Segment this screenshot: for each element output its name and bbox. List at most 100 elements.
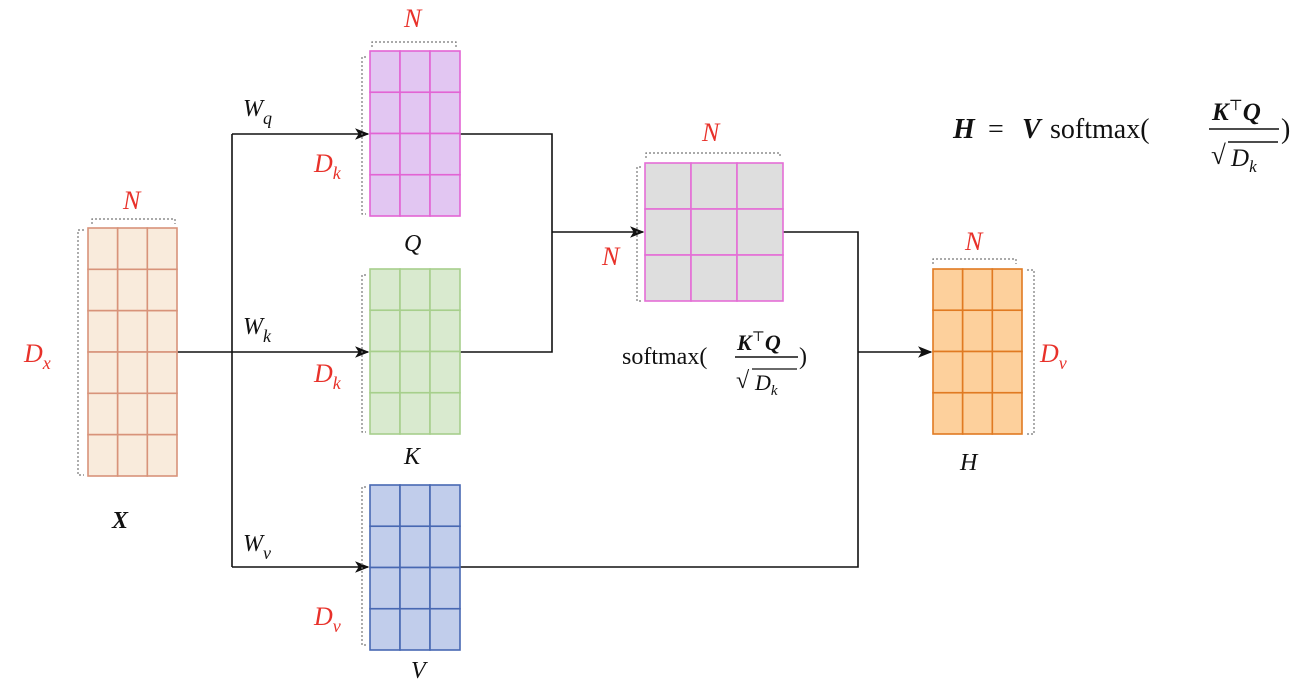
dim-x-cols: N — [122, 186, 142, 215]
connections — [177, 128, 933, 573]
matrix-cell — [429, 484, 461, 528]
matrix-cell — [146, 227, 178, 271]
matrix-q — [369, 50, 461, 217]
matrix-cell — [399, 525, 431, 569]
matrix-cell — [146, 268, 178, 312]
bracket-a-rows — [636, 166, 641, 302]
label-q: Q — [404, 231, 421, 257]
matrix-cell — [399, 173, 431, 217]
bracket-h-cols — [932, 258, 1017, 264]
bracket-k-rows — [361, 274, 366, 433]
bracket-v-rows — [361, 486, 366, 646]
matrix-cell — [369, 350, 401, 394]
matrix-cell — [429, 391, 461, 435]
bracket-a-cols — [645, 152, 781, 158]
bracket-q-cols — [371, 41, 457, 47]
dim-attention-rows: N — [601, 242, 621, 271]
caption-close: ) — [799, 344, 807, 370]
matrix-cell — [399, 268, 431, 312]
matrix-cell — [116, 433, 149, 477]
matrix-cell — [429, 607, 461, 651]
matrix-cell — [369, 525, 401, 569]
dim-h-cols: N — [964, 227, 984, 256]
matrix-cell — [399, 132, 431, 176]
equation-sqrt: √ — [1211, 140, 1226, 170]
matrix-cell — [429, 350, 461, 394]
matrix-cell — [429, 566, 461, 610]
bracket-x-rows — [77, 229, 84, 476]
matrix-cell — [429, 268, 461, 312]
weight-wv: Wv — [243, 531, 271, 563]
matrix-cell — [87, 227, 119, 271]
matrix-cell — [116, 227, 149, 271]
matrix-cell — [369, 566, 401, 610]
equation-v: V — [1022, 114, 1043, 145]
matrix-cell — [961, 350, 994, 394]
dim-v-rows: Dv — [313, 602, 341, 636]
dim-attention-cols: N — [701, 118, 721, 147]
matrix-cell — [369, 132, 401, 176]
matrix-cell — [116, 351, 149, 395]
matrix-cell — [932, 391, 964, 435]
matrix-cell — [429, 91, 461, 135]
caption-softmax: softmax( — [622, 344, 707, 370]
matrix-cell — [932, 309, 964, 353]
matrix-cell — [644, 162, 692, 210]
matrix-cell — [87, 309, 119, 353]
matrix-cell — [87, 351, 119, 395]
label-k: K — [403, 444, 422, 470]
matrix-cell — [369, 50, 401, 94]
matrix-cell — [146, 351, 178, 395]
weight-labels: Wq Wk Wv — [243, 96, 272, 563]
matrix-cell — [429, 173, 461, 217]
matrix-cell — [399, 309, 431, 353]
matrix-cell — [369, 173, 401, 217]
attention-caption: softmax( K⊤Q √ Dk ) — [622, 330, 807, 399]
matrix-cell — [399, 566, 431, 610]
matrix-cell — [369, 309, 401, 353]
matrix-cell — [429, 525, 461, 569]
label-v: V — [411, 658, 428, 684]
matrix-cell — [146, 392, 178, 436]
matrix-cell — [429, 132, 461, 176]
label-x: X — [111, 508, 129, 534]
matrix-cell — [399, 350, 431, 394]
matrix-labels: X Q K V H — [111, 231, 979, 684]
matrix-cell — [399, 484, 431, 528]
caption-numerator: K⊤Q — [736, 330, 781, 355]
matrix-cell — [146, 433, 178, 477]
matrix-cell — [399, 607, 431, 651]
matrix-cell — [116, 309, 149, 353]
matrix-cell — [369, 91, 401, 135]
matrix-v — [369, 484, 461, 651]
dim-x-rows: Dx — [23, 339, 51, 373]
matrix-x — [87, 227, 178, 477]
matrix-cell — [146, 309, 178, 353]
caption-sqrt: √ — [736, 368, 750, 394]
dim-q-cols: N — [403, 4, 423, 33]
matrix-cell — [399, 391, 431, 435]
matrix-cell — [429, 50, 461, 94]
matrix-cell — [690, 208, 738, 256]
matrix-cell — [116, 392, 149, 436]
main-equation: H = V softmax( K⊤Q √ Dk ) — [952, 98, 1290, 176]
dim-h-rows: Dv — [1039, 339, 1067, 373]
matrix-cell — [991, 309, 1023, 353]
weight-wk: Wk — [243, 314, 272, 346]
matrix-cell — [991, 350, 1023, 394]
matrix-k — [369, 268, 461, 435]
matrix-cell — [736, 208, 784, 256]
wire-q-out — [460, 133, 553, 353]
dim-q-rows: Dk — [313, 149, 342, 183]
equation-denominator: Dk — [1230, 145, 1257, 176]
label-h: H — [959, 450, 979, 476]
matrix-cell — [429, 309, 461, 353]
matrix-cell — [369, 268, 401, 312]
matrix-cell — [991, 391, 1023, 435]
dimension-brackets — [77, 41, 1035, 646]
matrix-cell — [991, 268, 1023, 312]
matrix-cell — [87, 392, 119, 436]
matrix-cell — [87, 268, 119, 312]
matrix-cell — [369, 391, 401, 435]
dim-k-rows: Dk — [313, 359, 342, 393]
